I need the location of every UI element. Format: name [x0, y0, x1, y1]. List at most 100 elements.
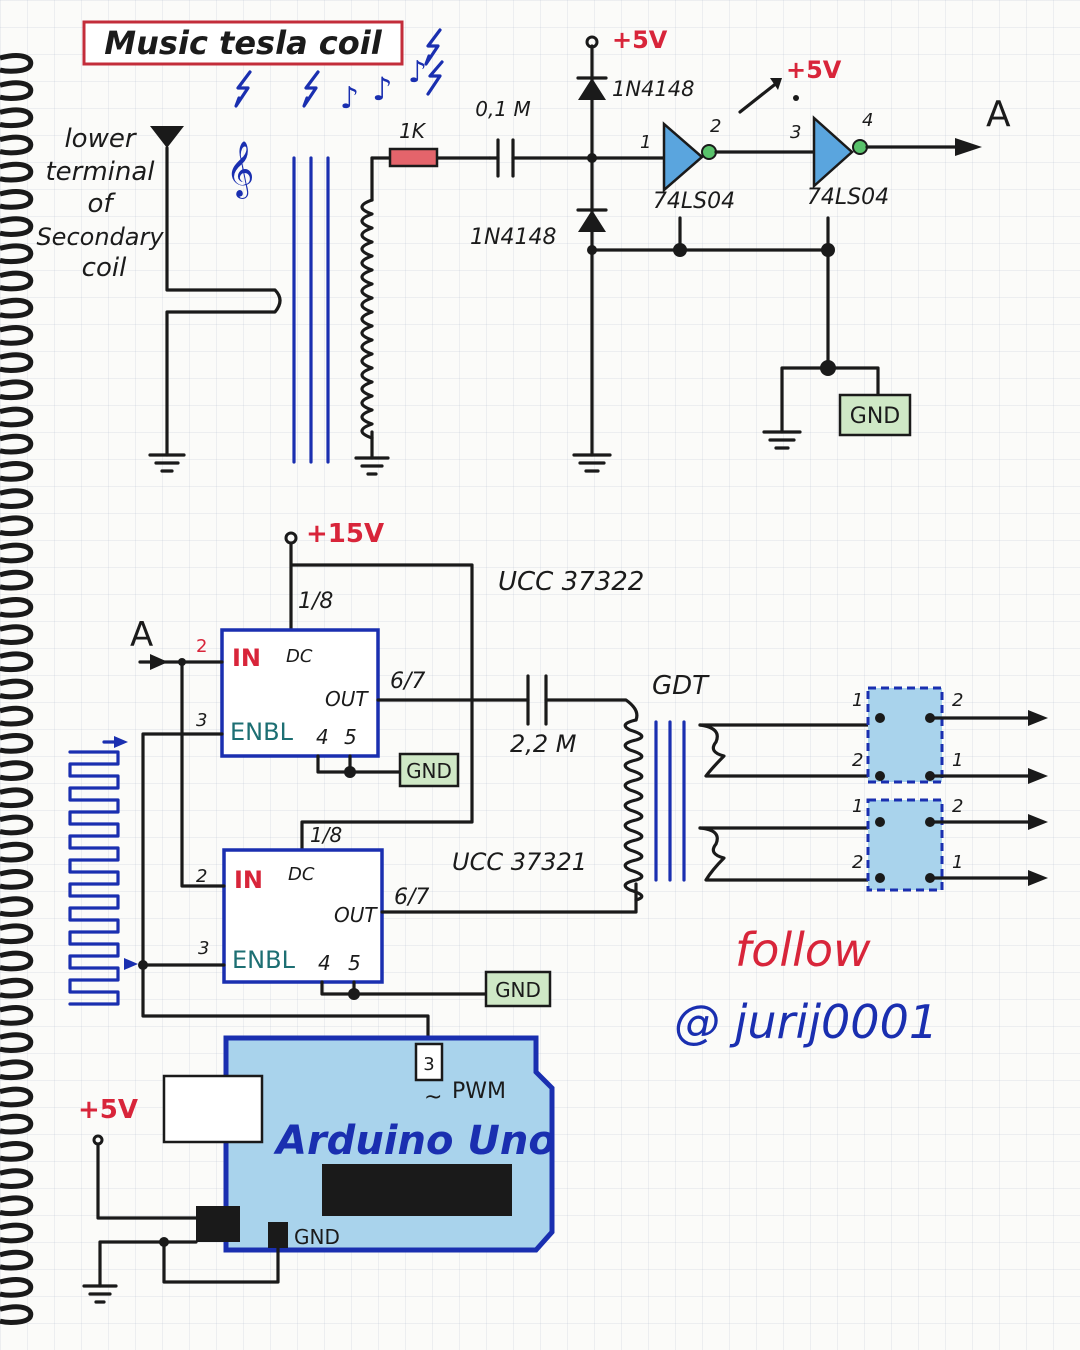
arduino-pin-3: 3 [423, 1054, 434, 1075]
inverter-2: 3 4 74LS04 A [714, 94, 1011, 210]
spiral-ring [0, 1304, 34, 1325]
spiral-ring [0, 53, 34, 74]
svg-text:6/7: 6/7 [390, 669, 425, 694]
svg-text:coil: coil [82, 253, 127, 283]
lower-terminal-label: lower terminal of Secondary coil [36, 124, 164, 283]
spiral-ring [0, 1168, 34, 1189]
spiral-ring [0, 515, 34, 537]
spiral-ring [0, 705, 34, 727]
ground-icon [572, 453, 612, 473]
spiral-ring [0, 1195, 34, 1217]
spiral-ring [0, 379, 34, 401]
spiral-ring [0, 896, 34, 917]
driver-1-name: UCC 37322 [498, 567, 644, 597]
svg-text:5: 5 [344, 725, 357, 749]
spiral-ring [0, 433, 34, 455]
spiral-ring [0, 651, 34, 673]
svg-text:DC: DC [288, 864, 315, 885]
svg-text:5: 5 [348, 951, 361, 975]
spiral-ring [0, 297, 34, 319]
svg-text:2: 2 [710, 116, 721, 137]
svg-text:♪: ♪ [408, 55, 427, 90]
svg-text:GND: GND [495, 978, 541, 1002]
svg-text:1N4148: 1N4148 [470, 225, 556, 250]
svg-text:4: 4 [318, 951, 331, 975]
igbt-block-1: 1 2 2 1 [852, 686, 1048, 784]
spiral-ring [0, 325, 34, 346]
arduino-power: +5V [78, 1095, 280, 1304]
spiral-ring [0, 1086, 34, 1108]
svg-text:PWM: PWM [452, 1079, 506, 1104]
spiral-ring [0, 787, 34, 809]
svg-text:3: 3 [196, 710, 207, 731]
spiral-ring [0, 243, 34, 265]
svg-text:1: 1 [952, 750, 963, 771]
svg-text:1: 1 [852, 796, 863, 817]
title-text: Music tesla coil [104, 24, 382, 62]
spiral-ring [0, 1222, 34, 1244]
svg-text:1/8: 1/8 [310, 823, 342, 847]
svg-text:+5V: +5V [612, 26, 668, 54]
svg-text:ENBL: ENBL [230, 718, 294, 746]
svg-text:2: 2 [952, 796, 963, 817]
music-note-icons: ♪ ♪ ♪ 𝄞 [226, 55, 427, 199]
svg-text:2: 2 [196, 866, 207, 887]
spiral-ring [0, 1113, 34, 1135]
spiral-ring [0, 814, 34, 836]
svg-text:+5V: +5V [78, 1095, 138, 1125]
svg-text:2: 2 [196, 636, 207, 657]
svg-text:0,1 M: 0,1 M [475, 97, 530, 121]
arduino-name: Arduino Uno [273, 1118, 556, 1164]
svg-text:Secondary: Secondary [36, 223, 164, 251]
svg-text:OUT: OUT [334, 903, 378, 927]
svg-text:IN: IN [232, 644, 261, 672]
svg-text:2: 2 [852, 750, 863, 771]
spiral-ring [0, 270, 34, 292]
ground-icon [762, 430, 802, 450]
antenna-pickup [148, 126, 282, 473]
svg-text:1: 1 [952, 852, 963, 873]
spiral-ring [0, 923, 34, 945]
spiral-ring [0, 161, 34, 183]
driver-2-name: UCC 37321 [452, 848, 587, 876]
igbt-block-2: 1 2 2 1 [852, 796, 1048, 892]
driver-input-wiring: A [130, 615, 430, 1048]
driver-2-chip: IN DC OUT ENBL 4 5 2 3 6/7 [196, 848, 429, 984]
spiral-ring [0, 678, 34, 700]
svg-text:GND: GND [406, 759, 452, 783]
svg-text:1: 1 [852, 690, 863, 711]
driver-grounds: GND GND [316, 752, 552, 1008]
ground-icon [354, 456, 390, 476]
svg-text:𝄞: 𝄞 [226, 141, 254, 199]
svg-text:74LS04: 74LS04 [653, 189, 735, 214]
spiral-ring [0, 869, 34, 890]
spiral-ring [0, 733, 34, 754]
svg-text:terminal: terminal [45, 157, 155, 187]
svg-text:OUT: OUT [325, 687, 369, 711]
spiral-ring [0, 1005, 34, 1026]
driver-supply: +15V 1/8 1/8 [284, 519, 474, 852]
vcc-arrow: +5V [738, 56, 842, 114]
spiral-binding [0, 53, 34, 1325]
svg-text:6/7: 6/7 [394, 885, 429, 910]
capacitor-0-1: 0,1 M [475, 97, 594, 178]
spiral-ring [0, 542, 34, 564]
spiral-ring [0, 977, 34, 999]
svg-text:2: 2 [952, 690, 963, 711]
svg-text:~: ~ [424, 1085, 442, 1110]
pwm-waveform-icon [68, 736, 138, 1006]
svg-text:2: 2 [852, 852, 863, 873]
spiral-ring [0, 1032, 34, 1053]
gnd-box: GND [850, 404, 900, 429]
svg-text:1/8: 1/8 [298, 589, 333, 614]
svg-text:GND: GND [294, 1225, 340, 1249]
svg-text:lower: lower [64, 124, 137, 154]
handle-text: @ jurij0001 [674, 995, 938, 1049]
spiral-ring [0, 1249, 34, 1271]
inverter-ground-rail: GND [590, 216, 912, 450]
svg-text:2,2 M: 2,2 M [510, 730, 577, 758]
spiral-ring [0, 950, 34, 972]
svg-text:74LS04: 74LS04 [807, 185, 889, 210]
title-box: Music tesla coil [82, 20, 404, 66]
